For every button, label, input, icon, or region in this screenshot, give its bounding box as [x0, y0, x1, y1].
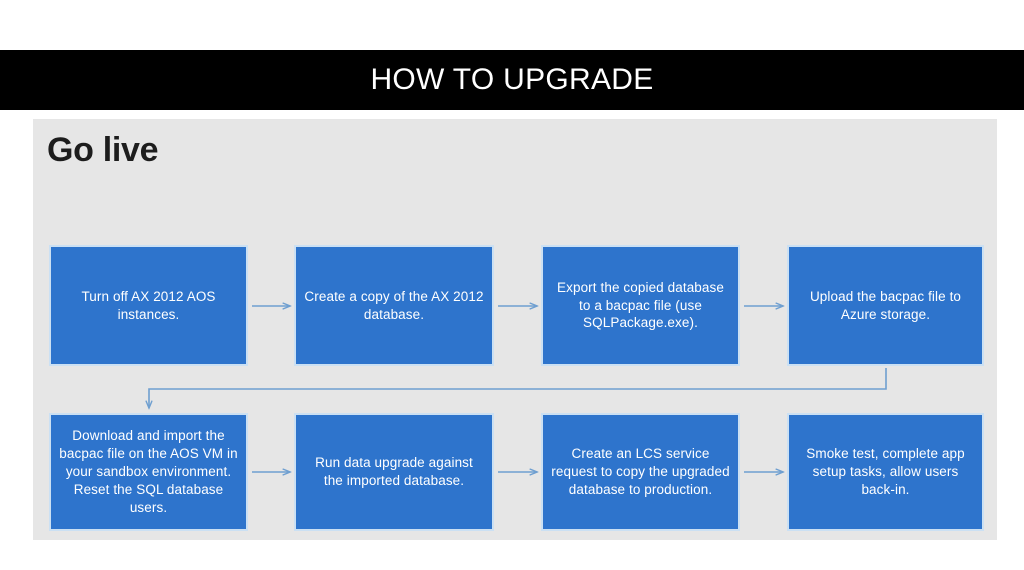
flow-node-label: Run data upgrade against the imported da…: [315, 455, 473, 488]
connector-step4-step5: [149, 368, 887, 408]
flow-node-step-4[interactable]: Upload the bacpac file to Azure storage.: [787, 245, 984, 366]
flow-node-label: Download and import the bacpac file on t…: [59, 428, 238, 515]
flow-node-step-8[interactable]: Smoke test, complete app setup tasks, al…: [787, 413, 984, 531]
flow-node-step-1[interactable]: Turn off AX 2012 AOS instances.: [49, 245, 248, 366]
flow-diagram: Turn off AX 2012 AOS instances. Create a…: [33, 119, 997, 540]
flow-node-step-5[interactable]: Download and import the bacpac file on t…: [49, 413, 248, 531]
flow-node-step-3[interactable]: Export the copied database to a bacpac f…: [541, 245, 740, 366]
title-banner: HOW TO UPGRADE: [0, 50, 1024, 110]
flow-node-step-6[interactable]: Run data upgrade against the imported da…: [294, 413, 494, 531]
flow-node-step-2[interactable]: Create a copy of the AX 2012 database.: [294, 245, 494, 366]
panel-heading: Go live: [47, 131, 159, 169]
flow-node-label: Upload the bacpac file to Azure storage.: [809, 288, 962, 322]
page-title: HOW TO UPGRADE: [370, 63, 654, 96]
flow-node-label: Turn off AX 2012 AOS instances.: [81, 288, 216, 322]
content-panel: Go live: [33, 119, 997, 540]
flow-node-label: Smoke test, complete app setup tasks, al…: [806, 446, 965, 497]
flow-node-step-7[interactable]: Create an LCS service request to copy th…: [541, 413, 740, 531]
flow-node-label: Create a copy of the AX 2012 database.: [304, 288, 484, 322]
flow-node-label: Export the copied database to a bacpac f…: [557, 279, 724, 331]
flow-node-label: Create an LCS service request to copy th…: [551, 446, 730, 497]
